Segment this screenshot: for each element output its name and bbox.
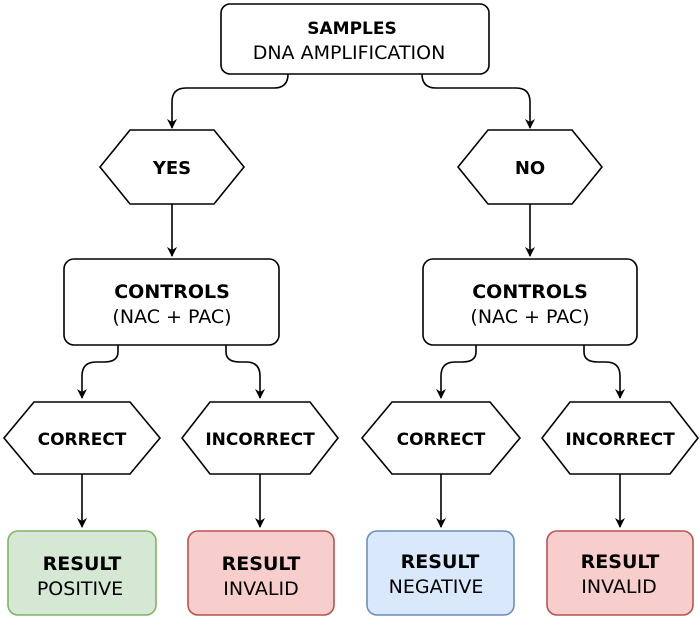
result-positive-title: RESULT [43,553,122,575]
decision-incorrect-no-label: INCORRECT [565,430,675,450]
controls-no-title: CONTROLS [472,281,588,303]
result-invalid-left-subtitle: INVALID [223,578,298,600]
result-invalid-left: RESULT INVALID [187,530,335,616]
result-invalid-right-subtitle: INVALID [581,576,656,598]
decision-yes: YES [98,129,246,205]
controls-yes-title: CONTROLS [114,281,230,303]
controls-yes-subtitle: (NAC + PAC) [112,306,231,328]
decision-correct-yes: CORRECT [2,401,162,475]
decision-incorrect-yes-label: INCORRECT [205,430,315,450]
result-negative-box [366,530,515,616]
result-negative: RESULT NEGATIVE [366,530,515,616]
connector-yes-correct [77,345,119,399]
result-negative-title: RESULT [401,551,480,573]
result-positive-box [7,530,157,616]
result-invalid-right-title: RESULT [581,551,660,573]
result-negative-subtitle: NEGATIVE [389,576,484,598]
controls-no-subtitle: (NAC + PAC) [470,306,589,328]
controls-node-no: CONTROLS (NAC + PAC) [422,258,638,346]
decision-correct-no: CORRECT [360,401,522,475]
samples-node: SAMPLES DNA AMPLIFICATION [220,3,490,75]
decision-incorrect-yes: INCORRECT [180,401,340,475]
result-invalid-right: RESULT INVALID [546,530,694,616]
result-invalid-left-title: RESULT [222,553,301,575]
decision-no: NO [456,129,604,205]
decision-correct-no-label: CORRECT [397,430,486,450]
decision-correct-yes-label: CORRECT [38,430,127,450]
connector-root-yes [167,73,289,129]
result-positive-subtitle: POSITIVE [37,578,123,600]
result-invalid-left-box [187,530,335,616]
decision-incorrect-no: INCORRECT [540,401,700,475]
result-positive: RESULT POSITIVE [7,530,157,616]
result-invalid-right-box [546,530,694,616]
connector-root-no [421,73,535,129]
samples-subtitle: DNA AMPLIFICATION [253,42,446,64]
connector-yes-incorrect [225,345,265,399]
connector-no-correct [436,345,477,399]
connector-no-incorrect [583,345,625,399]
decision-yes-label: YES [152,158,191,179]
decision-no-label: NO [515,158,545,179]
samples-title: SAMPLES [307,19,396,39]
controls-node-yes: CONTROLS (NAC + PAC) [63,258,280,346]
